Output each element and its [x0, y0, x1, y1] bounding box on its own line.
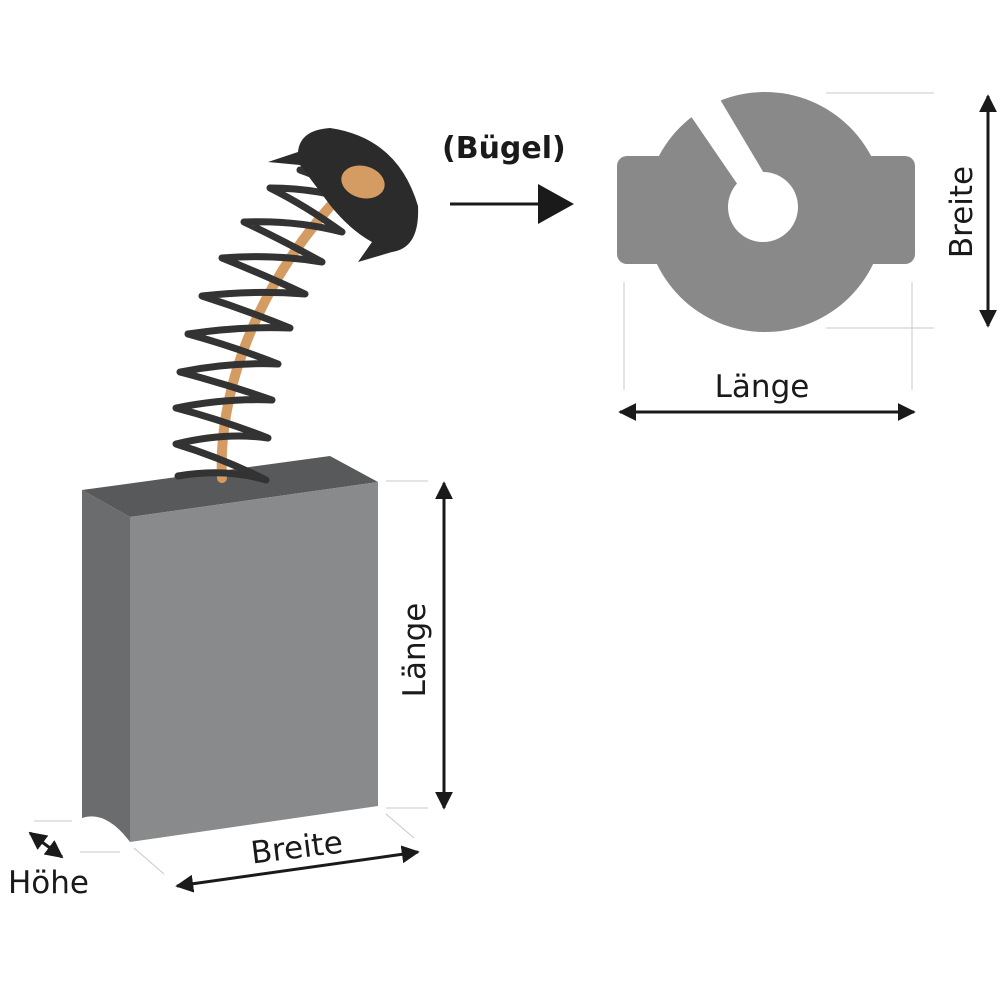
block-laenge-label: Länge — [397, 603, 433, 698]
block-guide-left — [133, 847, 165, 875]
buegel-label: (Bügel) — [442, 131, 566, 166]
coil-spring — [172, 166, 386, 484]
block-front-face — [130, 482, 378, 842]
spring-assembly — [172, 128, 419, 484]
cable — [216, 185, 350, 483]
block-notch — [82, 816, 130, 842]
spring-cap — [268, 128, 419, 262]
plate-breite-label: Breite — [944, 166, 980, 258]
plate-slot — [688, 96, 765, 188]
buegel-callout: (Bügel) — [442, 131, 574, 224]
buegel-plate — [617, 92, 915, 332]
block-hoehe-dimension — [28, 831, 64, 859]
block-top-face — [82, 456, 378, 517]
block-breite-dimension — [175, 845, 420, 893]
block-left-face — [82, 490, 130, 842]
plate-laenge-label: Länge — [715, 369, 810, 405]
carbon-block — [82, 456, 378, 842]
buegel-arrow-head — [538, 184, 574, 224]
cap-contact — [341, 165, 385, 199]
block-hoehe-label: Höhe — [8, 865, 89, 901]
plate-hole — [728, 172, 798, 242]
block-guide-right — [385, 813, 415, 839]
